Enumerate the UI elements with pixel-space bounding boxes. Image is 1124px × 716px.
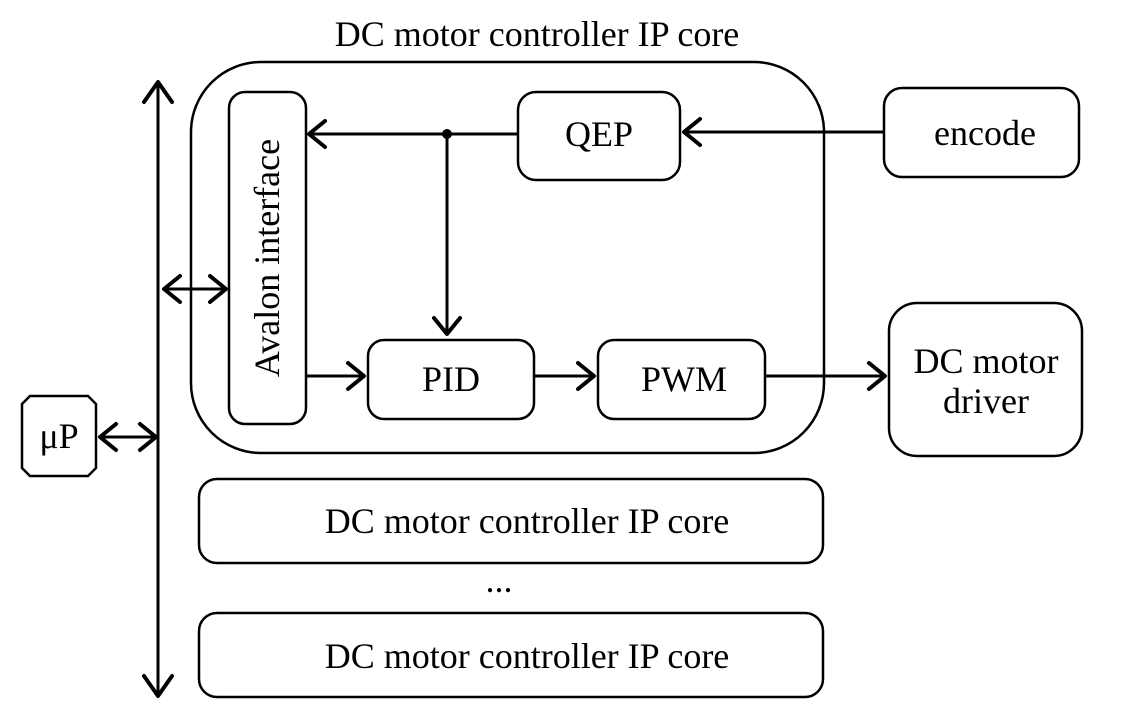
- pwm-label: PWM: [641, 359, 727, 399]
- mcu-bus-arrow: [98, 422, 158, 452]
- extra-ip-core-2-label: DC motor controller IP core: [325, 636, 730, 676]
- pid-to-pwm-arrow: [534, 361, 596, 391]
- qep-label: QEP: [565, 114, 633, 154]
- qep-to-avalon-arrow: [307, 119, 518, 149]
- ellipsis-label: ...: [486, 560, 513, 600]
- extra-ip-core-2: [197, 611, 825, 699]
- encode-label: encode: [934, 113, 1036, 153]
- extra-ip-core-1: [197, 477, 825, 565]
- microprocessor-label: μP: [39, 416, 78, 456]
- dc-motor-driver-label-line1: DC motor: [913, 341, 1058, 381]
- extra-ip-core-1-label: DC motor controller IP core: [325, 501, 730, 541]
- pid-block: [366, 338, 536, 421]
- pwm-to-driver-arrow: [765, 361, 887, 391]
- bus-avalon-arrow: [162, 274, 228, 304]
- avalon-to-pid-arrow: [306, 361, 366, 391]
- dc-motor-driver-block: [887, 301, 1084, 458]
- system-bus-arrow: [142, 80, 174, 698]
- ip-core-title: DC motor controller IP core: [335, 14, 740, 54]
- avalon-interface-label: Avalon interface: [247, 139, 287, 377]
- qep-to-pid-arrow: [432, 129, 462, 336]
- pid-label: PID: [422, 359, 480, 399]
- microprocessor-block: [20, 394, 98, 478]
- encode-to-qep-arrow: [682, 117, 884, 147]
- pwm-block: [596, 338, 767, 421]
- qep-block: [516, 90, 682, 182]
- dc-motor-driver-label-line2: driver: [943, 381, 1029, 421]
- avalon-interface-block: [227, 90, 308, 426]
